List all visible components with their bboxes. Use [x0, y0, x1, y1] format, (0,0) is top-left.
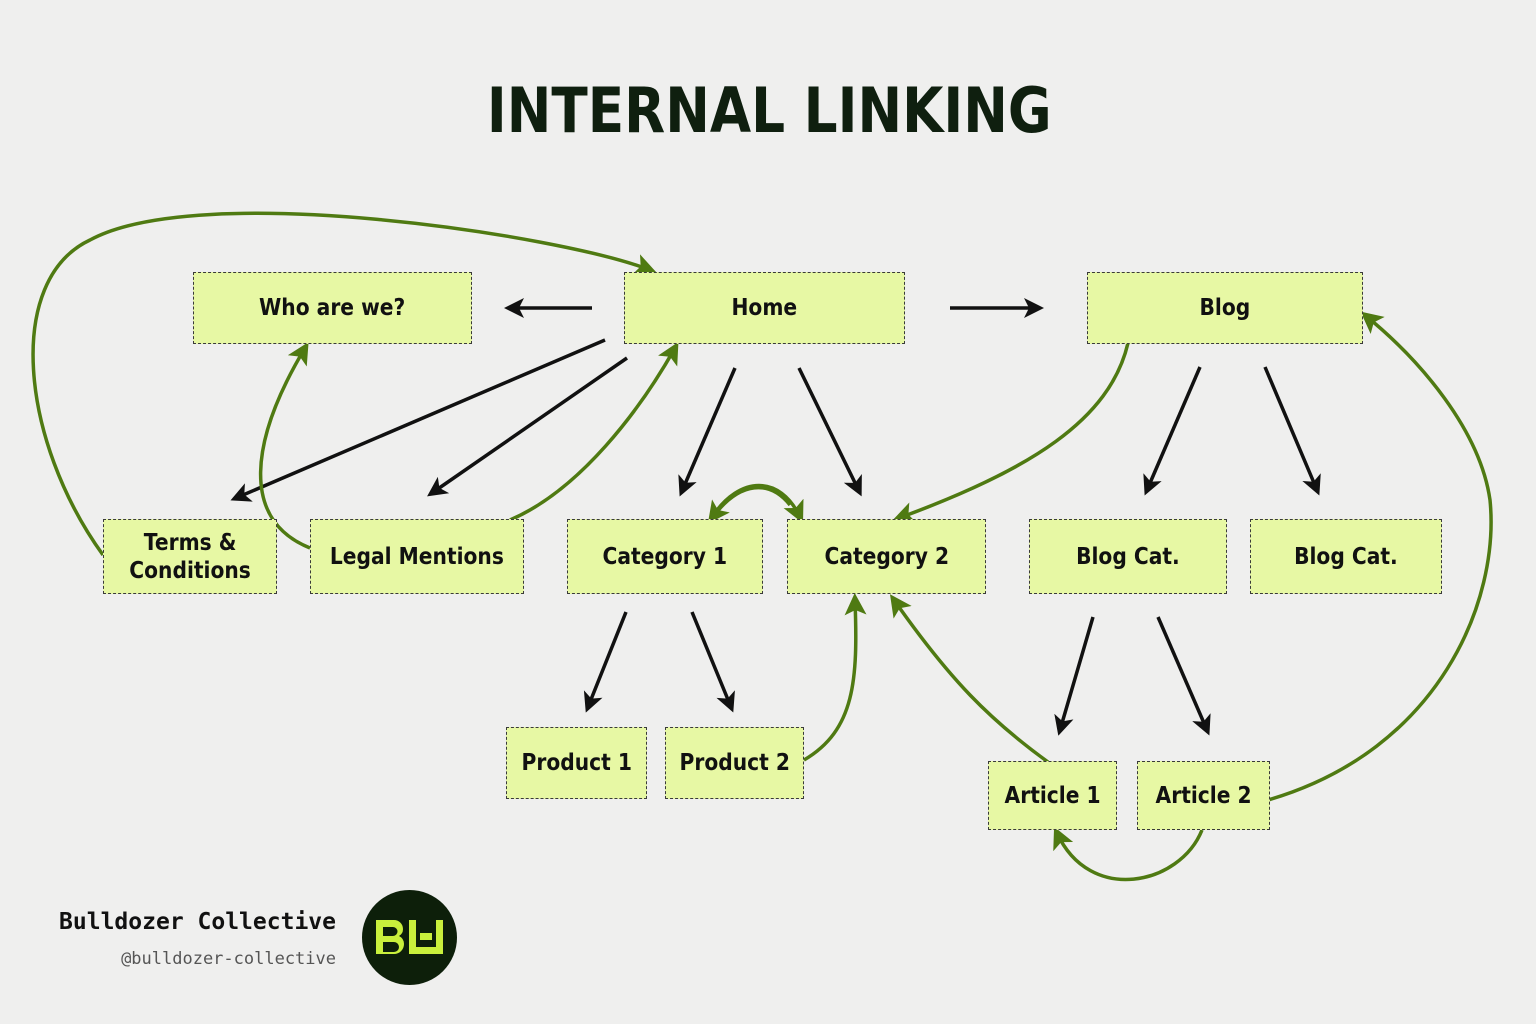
node-blog: Blog [1087, 272, 1363, 344]
node-legal-mentions: Legal Mentions [310, 519, 524, 594]
arrow-art1-to-cat2 [889, 594, 1050, 764]
arrow-legal-to-who [258, 341, 311, 550]
diagram-title: INTERNAL LINKING [486, 74, 1052, 147]
node-who-label: Who are we? [259, 295, 406, 321]
arrow-home-to-cat1 [678, 367, 737, 497]
node-prod2-label: Product 2 [679, 750, 790, 776]
brand-logo [362, 890, 457, 985]
node-cat2-label: Category 2 [824, 543, 949, 570]
arrow-blogcat1-to-art1 [1054, 616, 1095, 736]
arrow-blogcat1-to-art2 [1156, 616, 1211, 736]
node-art1-label: Article 1 [1004, 782, 1101, 809]
node-product-2: Product 2 [665, 727, 804, 799]
node-who-are-we: Who are we? [193, 272, 472, 344]
node-category-1: Category 1 [567, 519, 763, 594]
arrow-cat2-to-cat1 [707, 485, 792, 524]
node-prod1-label: Product 1 [521, 750, 632, 776]
arrow-blog-to-blogcat1 [1143, 366, 1202, 496]
node-terms-conditions: Terms & Conditions [103, 519, 277, 594]
arrow-blog-to-cat2 [892, 342, 1130, 524]
node-home-label: Home [731, 295, 798, 321]
node-home: Home [624, 272, 905, 344]
node-article-2: Article 2 [1137, 761, 1270, 830]
node-blog-cat-2: Blog Cat. [1250, 519, 1442, 594]
arrow-terms-to-home [31, 211, 657, 557]
arrow-cat1-to-prod1 [583, 611, 628, 713]
node-blog-label: Blog [1199, 295, 1251, 321]
arrow-home-to-terms [230, 338, 606, 502]
node-art2-label: Article 2 [1155, 782, 1252, 809]
node-article-1: Article 1 [988, 761, 1117, 830]
arrow-home-to-cat2 [797, 367, 862, 497]
brand-logo-icon [376, 920, 443, 954]
arrow-blog-to-blogcat2 [1263, 366, 1321, 496]
node-blogcat2-label: Blog Cat. [1294, 543, 1398, 570]
node-blog-cat-1: Blog Cat. [1029, 519, 1227, 594]
arrow-home-to-legal [427, 356, 628, 497]
footer-brand-name: Bulldozer Collective [59, 909, 336, 935]
footer-handle: @bulldozer-collective [121, 949, 336, 969]
node-category-2: Category 2 [787, 519, 986, 594]
arrow-art2-to-art1 [1053, 826, 1204, 882]
arrow-legal-to-home [509, 341, 679, 522]
node-blogcat1-label: Blog Cat. [1076, 543, 1180, 570]
node-cat1-label: Category 1 [602, 543, 728, 570]
arrow-cat1-to-prod2 [690, 611, 735, 713]
node-terms-label: Terms & Conditions [129, 529, 251, 584]
node-legal-label: Legal Mentions [329, 543, 505, 570]
arrow-prod2-to-cat2 [803, 593, 867, 762]
node-product-1: Product 1 [506, 727, 647, 799]
arrow-art2-to-blog [1267, 311, 1493, 802]
